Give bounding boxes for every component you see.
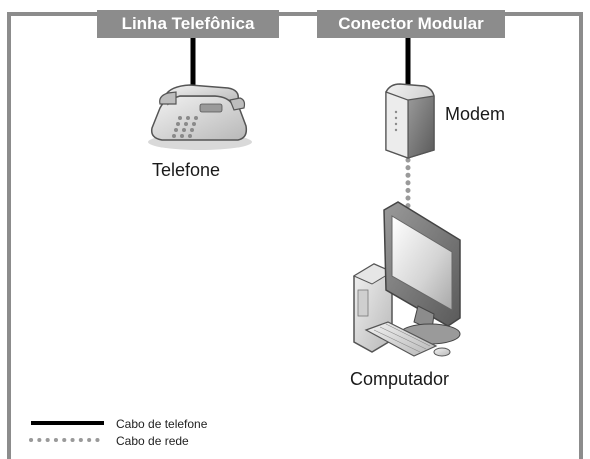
legend-network-cable-label: Cabo de rede [116,434,189,448]
legend-phone-cable-label: Cabo de telefone [116,417,208,431]
modem-label: Modem [445,104,506,124]
telephone-icon [148,84,252,150]
computer-icon [352,201,461,357]
modular-connector-tab: Conector Modular [317,10,505,38]
diagram-frame [7,12,583,459]
computer-label: Computador [350,369,450,389]
modem-icon [385,83,435,159]
phone-line-tab: Linha Telefônica [97,10,279,38]
telephone-label: Telefone [152,160,221,180]
